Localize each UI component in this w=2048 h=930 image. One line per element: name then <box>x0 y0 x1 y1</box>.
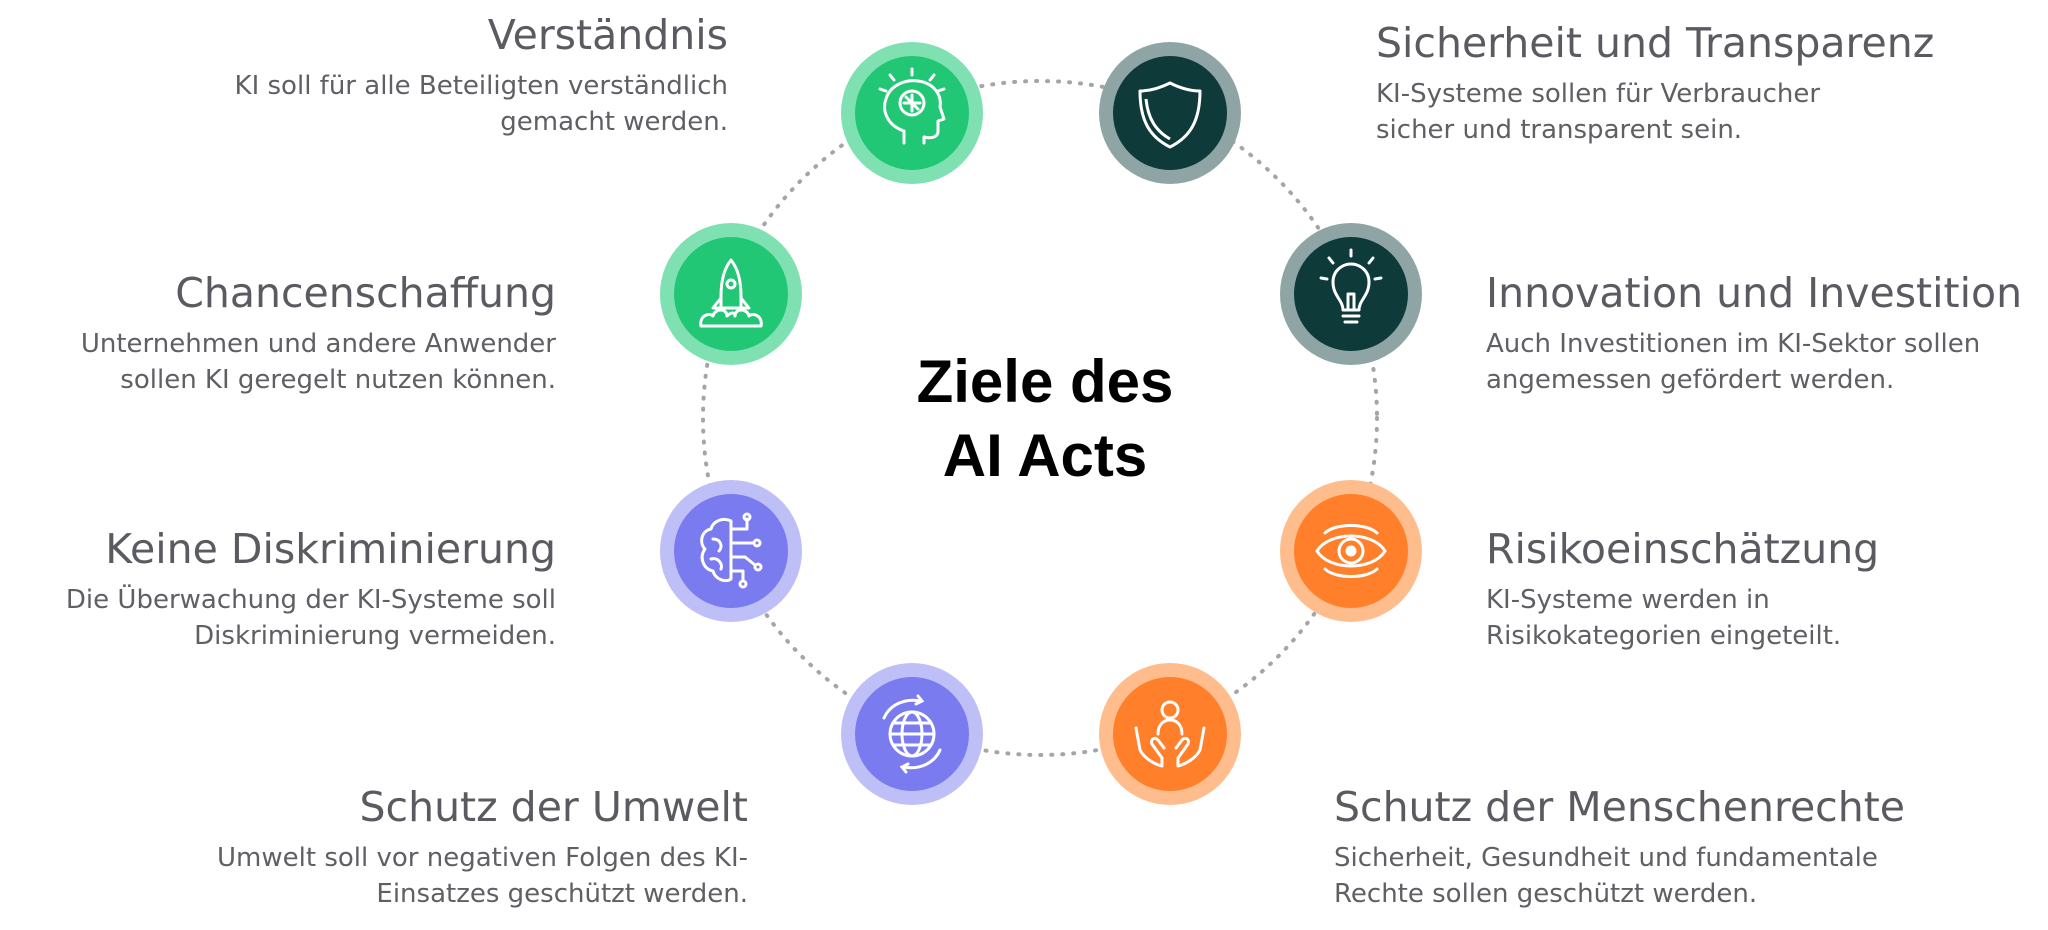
goal-title: Schutz der Umwelt <box>359 783 748 831</box>
goal-risiko: Risikoeinschätzung KI-Systeme werden in … <box>1486 524 1879 654</box>
node-chancen <box>660 223 802 365</box>
eye-icon <box>1315 524 1387 578</box>
goal-title: Schutz der Menschenrechte <box>1334 783 1905 831</box>
goal-description: Die Überwachung der KI-Systeme soll Disk… <box>65 585 556 651</box>
goal-description: KI soll für alle Beteiligten verständlic… <box>234 71 728 137</box>
center-title-line2: AI Acts <box>942 422 1148 489</box>
hands-person-icon <box>1134 700 1206 768</box>
node-diskriminierung <box>660 480 802 622</box>
goal-menschenrechte: Schutz der Menschenrechte Sicherheit, Ge… <box>1334 782 1905 912</box>
goal-diskriminierung: Keine Diskriminierung Die Überwachung de… <box>66 524 556 654</box>
brain-head-icon <box>878 67 946 145</box>
goal-title: Verständnis <box>487 11 728 59</box>
node-innovation <box>1280 223 1422 365</box>
dotted-connector-ring <box>701 79 1379 757</box>
goal-innovation: Innovation und Investition Auch Investit… <box>1486 268 2022 398</box>
goal-title: Risikoeinschätzung <box>1486 525 1880 573</box>
goal-title: Sicherheit und Transparenz <box>1376 19 1935 67</box>
globe-icon <box>882 694 942 774</box>
goal-title: Keine Diskriminierung <box>105 525 556 573</box>
goal-description: Unternehmen und andere Anwender sollen K… <box>80 329 556 395</box>
goal-description: KI-Systeme sollen für Verbraucher sicher… <box>1376 79 1821 145</box>
circuit-brain-icon <box>700 512 763 589</box>
goal-chancen: Chancenschaffung Unternehmen und andere … <box>81 268 556 398</box>
goal-sicherheit: Sicherheit und Transparenz KI-Systeme so… <box>1376 18 1934 148</box>
node-menschenrechte <box>1099 663 1241 805</box>
goal-verstaendnis: Verständnis KI soll für alle Beteiligten… <box>235 10 728 140</box>
center-title: Ziele des AI Acts <box>845 345 1245 493</box>
shield-icon <box>1138 81 1202 149</box>
rocket-icon <box>699 258 763 328</box>
goal-title: Innovation und Investition <box>1486 269 2023 317</box>
goal-description: Auch Investitionen im KI-Sektor sollen a… <box>1486 329 1981 395</box>
node-umwelt <box>841 663 983 805</box>
lightbulb-icon <box>1319 248 1383 324</box>
goal-title: Chancenschaffung <box>175 269 556 317</box>
node-risiko <box>1280 480 1422 622</box>
goal-description: Umwelt soll vor negativen Folgen des KI-… <box>217 843 748 909</box>
node-verstaendnis <box>841 42 983 184</box>
node-sicherheit <box>1099 42 1241 184</box>
goal-umwelt: Schutz der Umwelt Umwelt soll vor negati… <box>217 782 748 912</box>
goal-description: KI-Systeme werden in Risikokategorien ei… <box>1486 585 1842 651</box>
goal-description: Sicherheit, Gesundheit und fundamentale … <box>1334 843 1878 909</box>
center-title-line1: Ziele des <box>916 348 1174 415</box>
